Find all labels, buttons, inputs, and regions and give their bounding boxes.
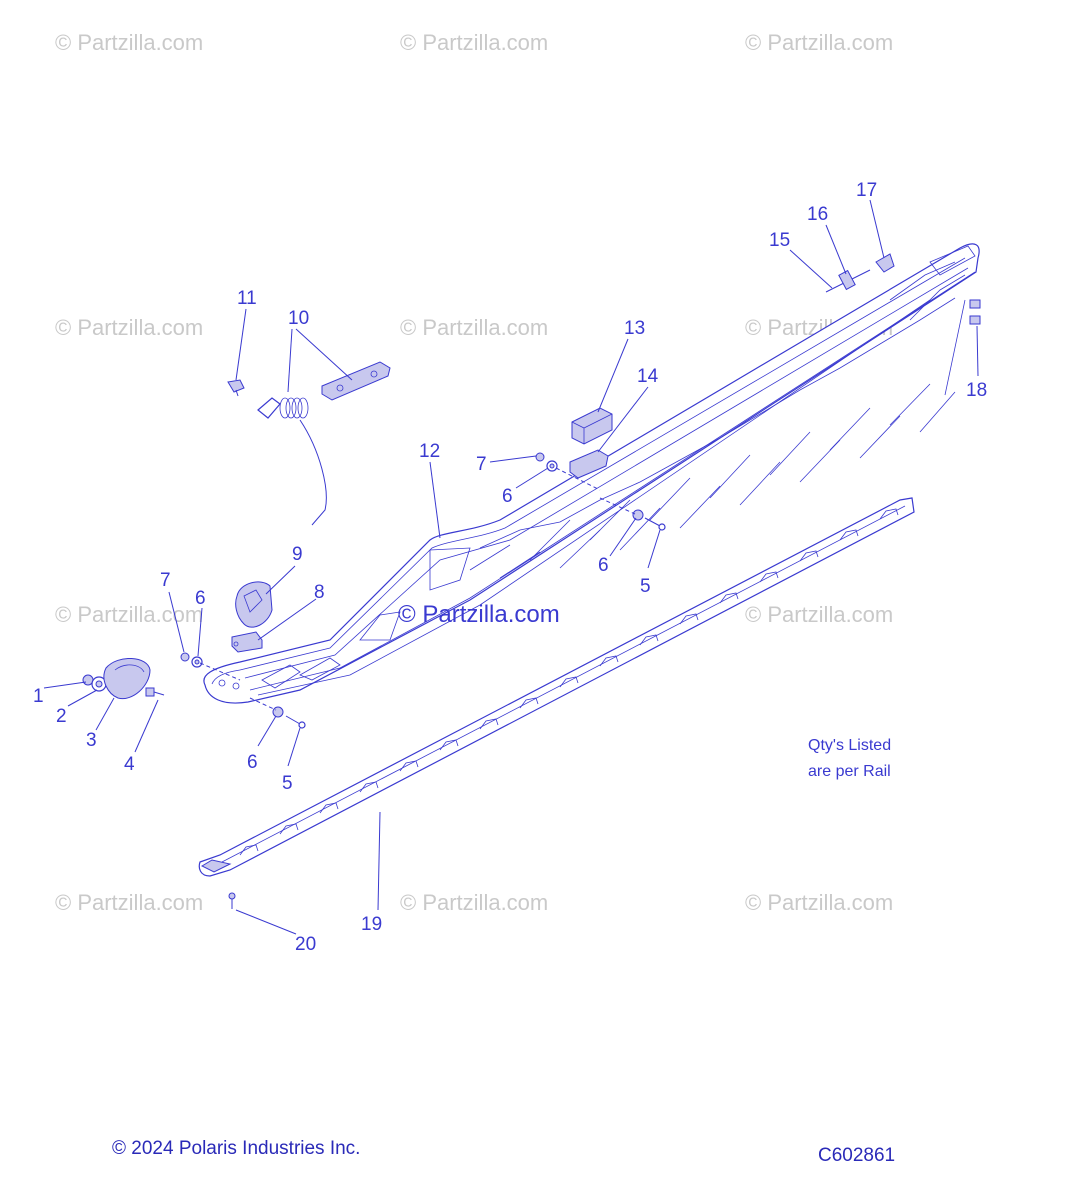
part-4-bolt [145, 687, 165, 697]
watermark: © Partzilla.com [745, 890, 893, 915]
part-7-nut-front [180, 652, 190, 662]
callout-3: 3 [86, 730, 97, 751]
part-9-stopper [235, 581, 273, 628]
part-6-washer-front [191, 656, 203, 668]
watermark: © Partzilla.com [745, 30, 893, 55]
watermark: © Partzilla.com [55, 602, 203, 627]
callout-19: 19 [361, 914, 382, 935]
callout-6: 6 [502, 486, 513, 507]
callout-16: 16 [807, 204, 828, 225]
leader-lines [43, 199, 979, 935]
callout-12: 12 [419, 441, 440, 462]
callout-7: 7 [160, 570, 171, 591]
part-11-pin [227, 379, 245, 397]
wear-strip [198, 497, 915, 877]
callout-2: 2 [56, 706, 67, 727]
part-20-rivet [228, 892, 236, 909]
part-10-spring [257, 397, 327, 526]
callout-7: 7 [476, 454, 487, 475]
part-14-slider [569, 449, 609, 479]
part-16-spacer [838, 269, 856, 291]
part-6-washer-lower [272, 706, 284, 718]
note-line-1: Qty's Listed [808, 737, 891, 754]
watermark: © Partzilla.com [400, 890, 548, 915]
rail-assembly [203, 243, 980, 704]
watermark-grid: © Partzilla.com © Partzilla.com © Partzi… [55, 30, 893, 915]
wear-strip-teeth [239, 508, 899, 856]
callout-20: 20 [295, 934, 316, 955]
copyright-text: © 2024 Polaris Industries Inc. [112, 1138, 360, 1159]
part-18-fastener [969, 299, 981, 325]
callout-6: 6 [195, 588, 206, 609]
callout-13: 13 [624, 318, 645, 339]
part-6-washer-mid-lower [632, 509, 644, 521]
part-13-block [571, 407, 613, 445]
callout-labels: 1 2 3 4 7 6 8 9 10 11 12 7 6 13 14 6 5 6… [33, 180, 987, 955]
part-5-bolt-lower [285, 715, 306, 729]
part-3-bumper [103, 658, 151, 700]
watermark: © Partzilla.com [55, 890, 203, 915]
part-8-block [231, 631, 263, 653]
callout-6: 6 [598, 555, 609, 576]
callout-9: 9 [292, 544, 303, 565]
part-7-nut-mid [535, 452, 545, 462]
watermark: © Partzilla.com [55, 315, 203, 340]
watermark: © Partzilla.com [55, 30, 203, 55]
callout-15: 15 [769, 230, 790, 251]
diagram-code: C602861 [818, 1145, 895, 1166]
callout-1: 1 [33, 686, 44, 707]
part-10-bracket [321, 361, 391, 401]
callout-14: 14 [637, 366, 659, 387]
part-17-bracket [875, 253, 895, 273]
callout-11: 11 [237, 288, 257, 309]
note-line-2: are per Rail [808, 763, 891, 780]
rail-outline [203, 243, 980, 704]
part-5-bolt-mid [644, 517, 666, 531]
callout-4: 4 [124, 754, 135, 775]
callout-8: 8 [314, 582, 325, 603]
callout-10: 10 [288, 308, 309, 329]
watermark: © Partzilla.com [745, 602, 893, 627]
watermark: © Partzilla.com [400, 30, 548, 55]
callout-5: 5 [282, 773, 293, 794]
rail-lattice [261, 261, 966, 689]
callout-6: 6 [247, 752, 258, 773]
callout-18: 18 [966, 380, 987, 401]
callout-5: 5 [640, 576, 651, 597]
center-watermark: © Partzilla.com [398, 601, 560, 628]
part-6-washer-mid [546, 460, 558, 472]
watermark: © Partzilla.com [400, 315, 548, 340]
callout-17: 17 [856, 180, 877, 201]
